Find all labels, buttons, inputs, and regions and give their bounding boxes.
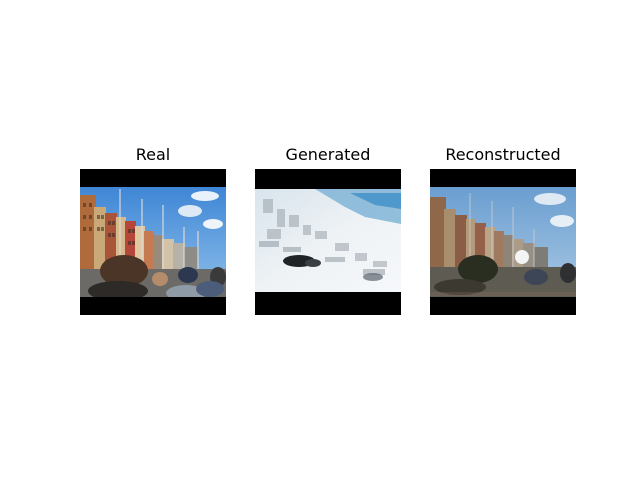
generated-image <box>255 169 401 315</box>
real-image <box>80 169 226 315</box>
panel-title-generated: Generated <box>285 145 371 164</box>
reconstructed-image <box>430 169 576 315</box>
panel-title-real: Real <box>135 145 171 164</box>
panel-title-reconstructed: Reconstructed <box>445 145 561 164</box>
